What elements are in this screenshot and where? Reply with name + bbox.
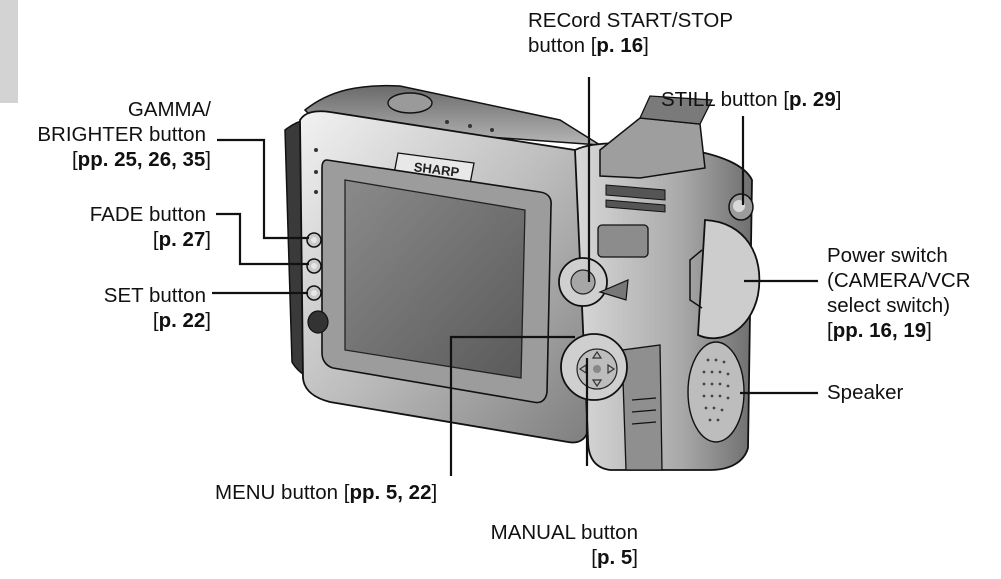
record-label: RECord START/STOP button [p. 16] [528,8,733,58]
power-label-line3: select switch) [827,294,951,317]
manual-label-line1: MANUAL button [490,521,638,544]
viewfinder [599,117,706,179]
power-page-ref: pp. 16, 19 [832,319,927,342]
gamma-label-line1: GAMMA/ [127,98,211,121]
power-switch [697,219,761,340]
still-label: STILL button [p. 29] [661,87,841,112]
speaker-label: Speaker [827,380,903,405]
menu-label-end: ] [431,481,438,504]
fade-label: FADE button [p. 27] [90,202,211,252]
set-label-line1: SET button [103,284,206,307]
record-page-ref: p. 16 [596,34,644,57]
power-ref-line: [pp. 16, 19] [827,318,971,343]
record-label-line2: button [p. 16] [528,33,733,58]
manual-ref-close: ] [632,546,638,569]
fade-label-line1: FADE button [89,203,206,226]
brand-logo: SHARP [413,159,460,179]
menu-label: MENU button [pp. 5, 22] [215,480,437,505]
speaker-label-text: Speaker [827,381,904,404]
still-page-ref: p. 29 [789,88,836,111]
set-ref-open: [ [152,309,159,332]
set-ref-line: [p. 22] [104,308,211,333]
fade-ref-close: ] [205,228,211,251]
side-port [307,310,329,334]
camera-top [303,84,601,146]
still-label-end: ] [835,88,842,111]
lcd-screen [344,179,526,379]
gamma-page-ref: pp. 25, 26, 35 [77,148,206,171]
record-label-text: button [ [528,34,597,57]
power-ref-open: [ [827,319,833,342]
manual-page-ref: p. 5 [596,546,633,569]
gamma-label-line2: BRIGHTER button [37,123,206,146]
menu-page-ref: pp. 5, 22 [349,481,432,504]
fade-ref-open: [ [152,228,159,251]
fade-page-ref: p. 27 [158,228,206,251]
leader-lines [212,77,818,476]
set-ref-close: ] [205,309,211,332]
set-page-ref: p. 22 [158,309,206,332]
gamma-ref-close: ] [205,148,211,171]
power-label-line1: Power switch [827,244,948,267]
gamma-label: GAMMA/ BRIGHTER button [pp. 25, 26, 35] [37,97,211,172]
set-label: SET button [p. 22] [104,283,211,333]
menu-label-text: MENU button [ [215,481,350,504]
top-dial [387,92,433,114]
record-label-end: ] [643,34,649,57]
manual-ref-open: [ [591,546,597,569]
power-label-line2: (CAMERA/VCR [827,269,971,292]
manual-ref-line: [p. 5] [491,545,638,570]
speaker-grille [687,341,745,443]
gamma-ref-line: [pp. 25, 26, 35] [37,147,211,172]
chapter-tab [0,0,18,103]
fade-ref-line: [p. 27] [90,227,211,252]
gamma-ref-open: [ [71,148,78,171]
manual-label: MANUAL button [p. 5] [491,520,638,570]
power-ref-close: ] [926,319,932,342]
still-label-text: STILL button [ [661,88,790,111]
record-label-line1: RECord START/STOP [528,9,734,32]
power-label: Power switch (CAMERA/VCR select switch) … [827,243,971,343]
